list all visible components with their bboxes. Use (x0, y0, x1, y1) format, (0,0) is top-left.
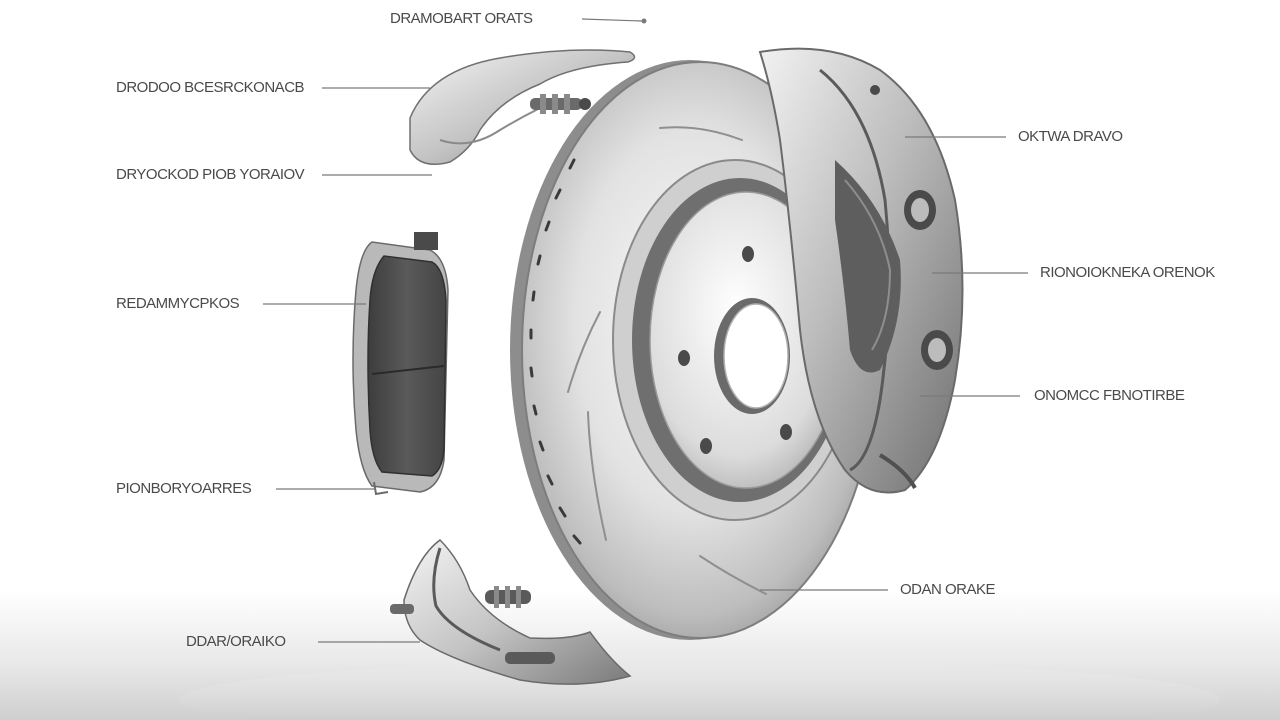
caliper-bolts (904, 190, 953, 370)
label-left-4: PIONBORYOARRES (116, 480, 252, 497)
label-left-3: REDAMMYCPKOS (116, 295, 240, 312)
label-left-1: DRODOO BCESRCKONACB (116, 79, 305, 96)
rotor-vent-slots (529, 158, 582, 545)
label-left-5: DDAR/ORAIKO (186, 633, 286, 650)
label-right-2: RIONOIOKNEKA ORENOK (1040, 264, 1215, 281)
label-top-center: DRAMOBART ORATS (390, 10, 533, 27)
label-right-4: ODAN ORAKE (900, 581, 996, 598)
brake-caliper (758, 47, 964, 494)
lower-bracket-spring (390, 586, 555, 664)
upper-caliper-bracket (409, 49, 636, 165)
rotor-grooves (567, 126, 767, 595)
leader-lines (263, 18, 1028, 643)
brake-pad (352, 232, 449, 496)
label-right-1: OKTWA DRAVO (1018, 128, 1123, 145)
label-left-2: DRYOCKOD PIOB YORAIOV (116, 166, 305, 183)
upper-bracket-spring (530, 94, 591, 114)
lower-caliper-bracket (390, 539, 632, 685)
floor-shadow (180, 660, 1220, 720)
label-right-3: ONOMCC FBNOTIRBE (1034, 387, 1185, 404)
